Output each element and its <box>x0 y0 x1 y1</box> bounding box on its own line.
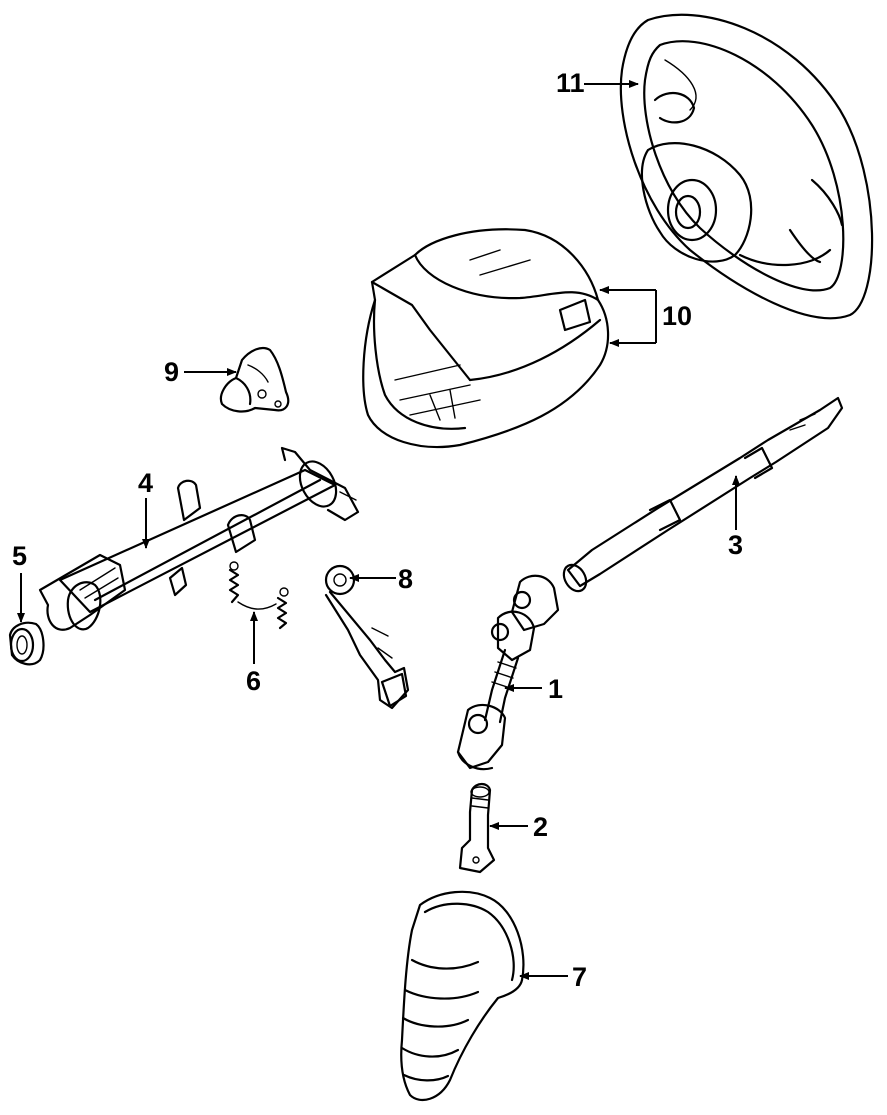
callout-7: 7 <box>519 962 587 992</box>
callout-9: 9 <box>164 357 237 387</box>
callout-11-label: 11 <box>556 68 585 98</box>
callout-2: 2 <box>489 812 548 842</box>
callout-10-label: 10 <box>662 301 692 331</box>
callout-8-label: 8 <box>398 564 413 594</box>
callout-3-label: 3 <box>728 530 743 560</box>
steering-wheel-part <box>619 13 874 320</box>
bracket-part <box>219 346 290 413</box>
callout-6: 6 <box>246 611 261 696</box>
column-cover-part <box>362 228 610 449</box>
upper-shaft-part <box>562 396 844 593</box>
dust-boot-part <box>400 890 525 1102</box>
callout-5: 5 <box>12 541 27 623</box>
bushing-part <box>8 621 45 666</box>
callout-6-label: 6 <box>246 666 261 696</box>
callout-4-label: 4 <box>138 468 153 498</box>
lower-yoke-part <box>458 782 496 874</box>
springs-part <box>228 561 289 630</box>
callout-1: 1 <box>504 674 563 704</box>
callout-1-label: 1 <box>548 674 563 704</box>
intermediate-shaft-part <box>456 574 560 771</box>
callout-8: 8 <box>349 564 413 594</box>
callout-11: 11 <box>556 68 639 98</box>
callout-10: 10 <box>599 286 692 347</box>
callout-4: 4 <box>138 468 153 549</box>
callout-9-label: 9 <box>164 357 179 387</box>
callout-2-label: 2 <box>533 812 548 842</box>
callout-5-label: 5 <box>12 541 27 571</box>
callout-3: 3 <box>728 475 743 560</box>
callout-7-label: 7 <box>572 962 587 992</box>
tilt-lever-part <box>324 564 410 710</box>
column-tube-part <box>38 446 360 631</box>
